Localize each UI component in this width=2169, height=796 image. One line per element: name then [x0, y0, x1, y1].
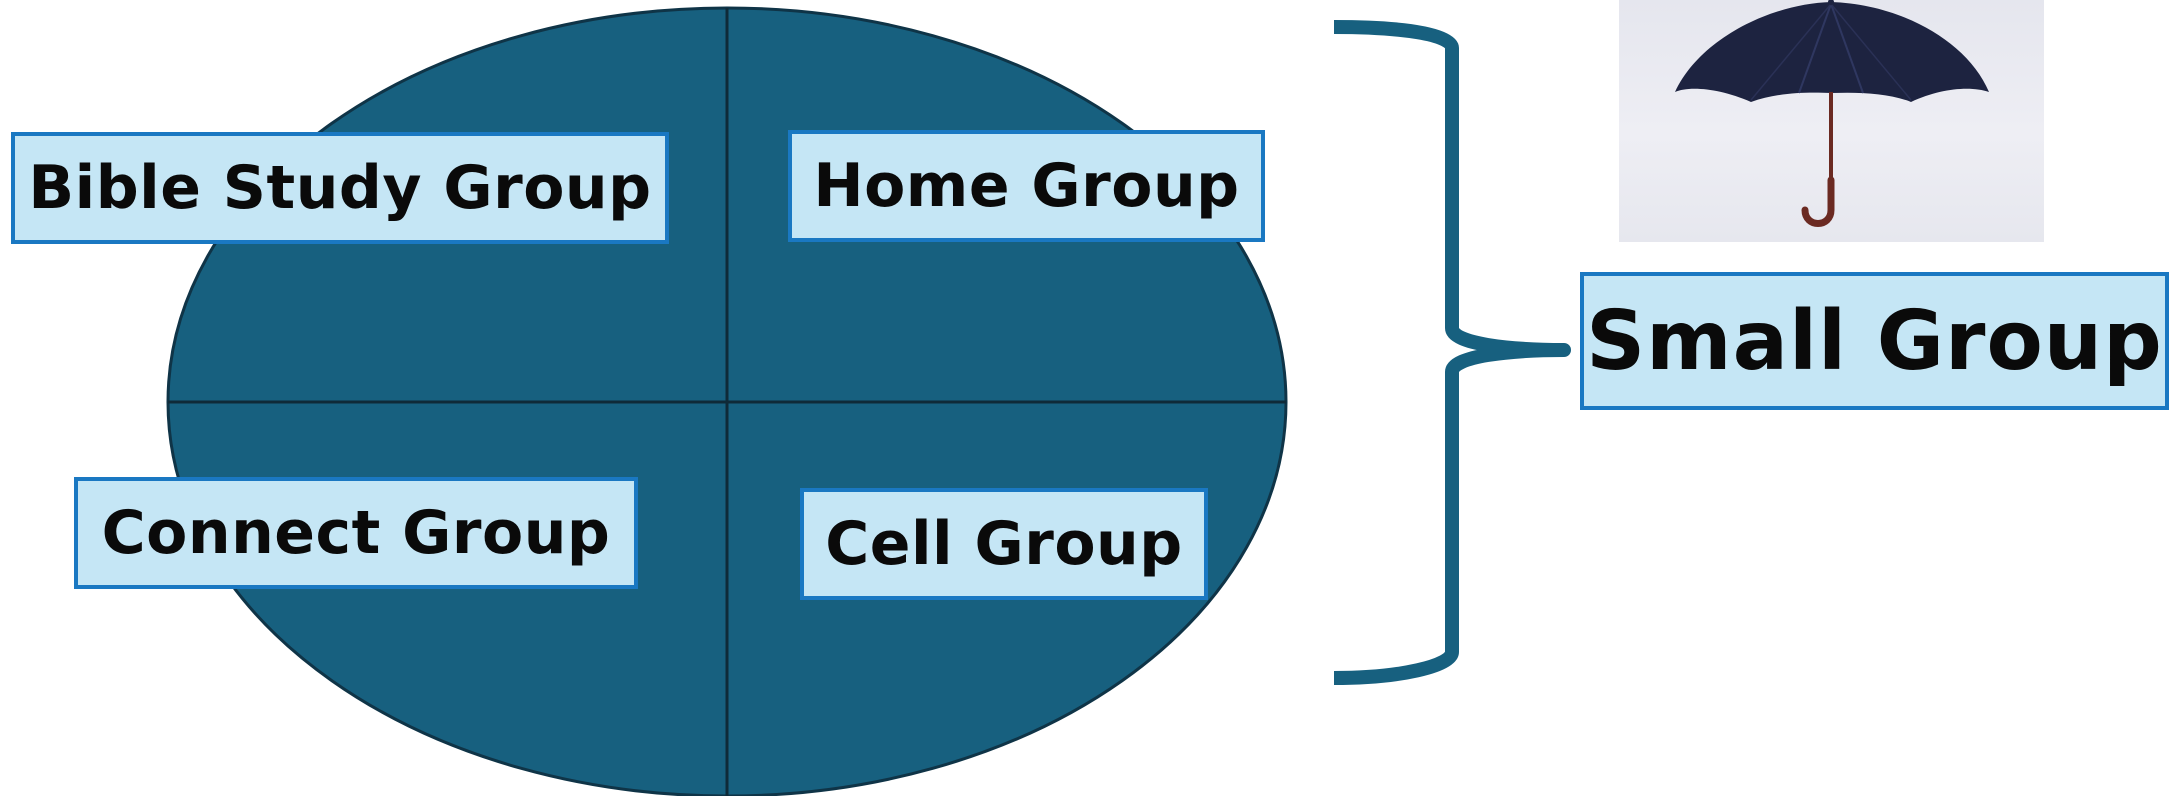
bible-study-group-label: Bible Study Group — [11, 132, 669, 244]
umbrella-icon — [1675, 0, 1989, 227]
connect-group-label: Connect Group — [74, 477, 638, 589]
right-curly-brace — [1333, 20, 1571, 685]
small-group-label: Small Group — [1580, 272, 2169, 410]
umbrella-photo — [1619, 0, 2044, 242]
home-group-label: Home Group — [788, 130, 1265, 242]
cell-group-label: Cell Group — [800, 488, 1208, 600]
